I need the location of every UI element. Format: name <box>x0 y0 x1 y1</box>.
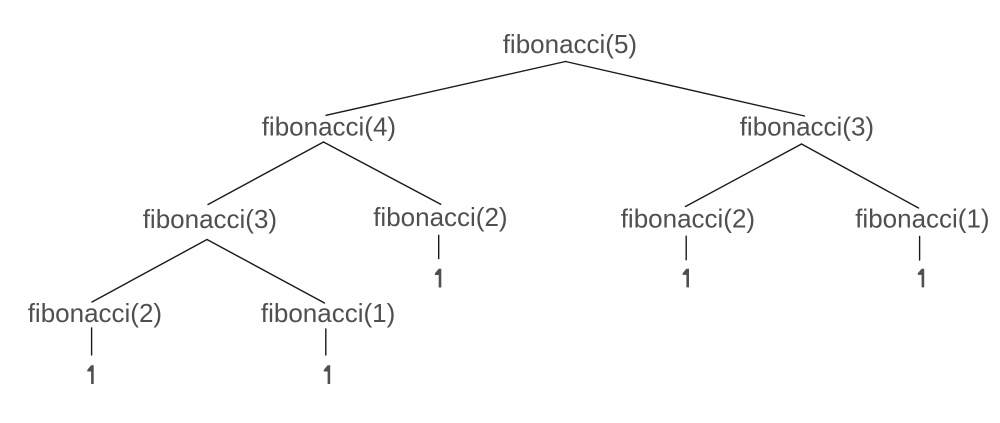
svg-text:fibonacci(5): fibonacci(5) <box>503 29 637 59</box>
svg-text:fibonacci(4): fibonacci(4) <box>262 111 396 141</box>
svg-text:fibonacci(2): fibonacci(2) <box>28 298 162 328</box>
svg-text:fibonacci(2): fibonacci(2) <box>621 203 755 233</box>
svg-text:fibonacci(3): fibonacci(3) <box>143 204 277 234</box>
svg-text:fibonacci(2): fibonacci(2) <box>373 202 507 232</box>
svg-text:fibonacci(3): fibonacci(3) <box>740 111 874 141</box>
svg-text:fibonacci(1): fibonacci(1) <box>855 203 989 233</box>
svg-text:fibonacci(1): fibonacci(1) <box>261 298 395 328</box>
